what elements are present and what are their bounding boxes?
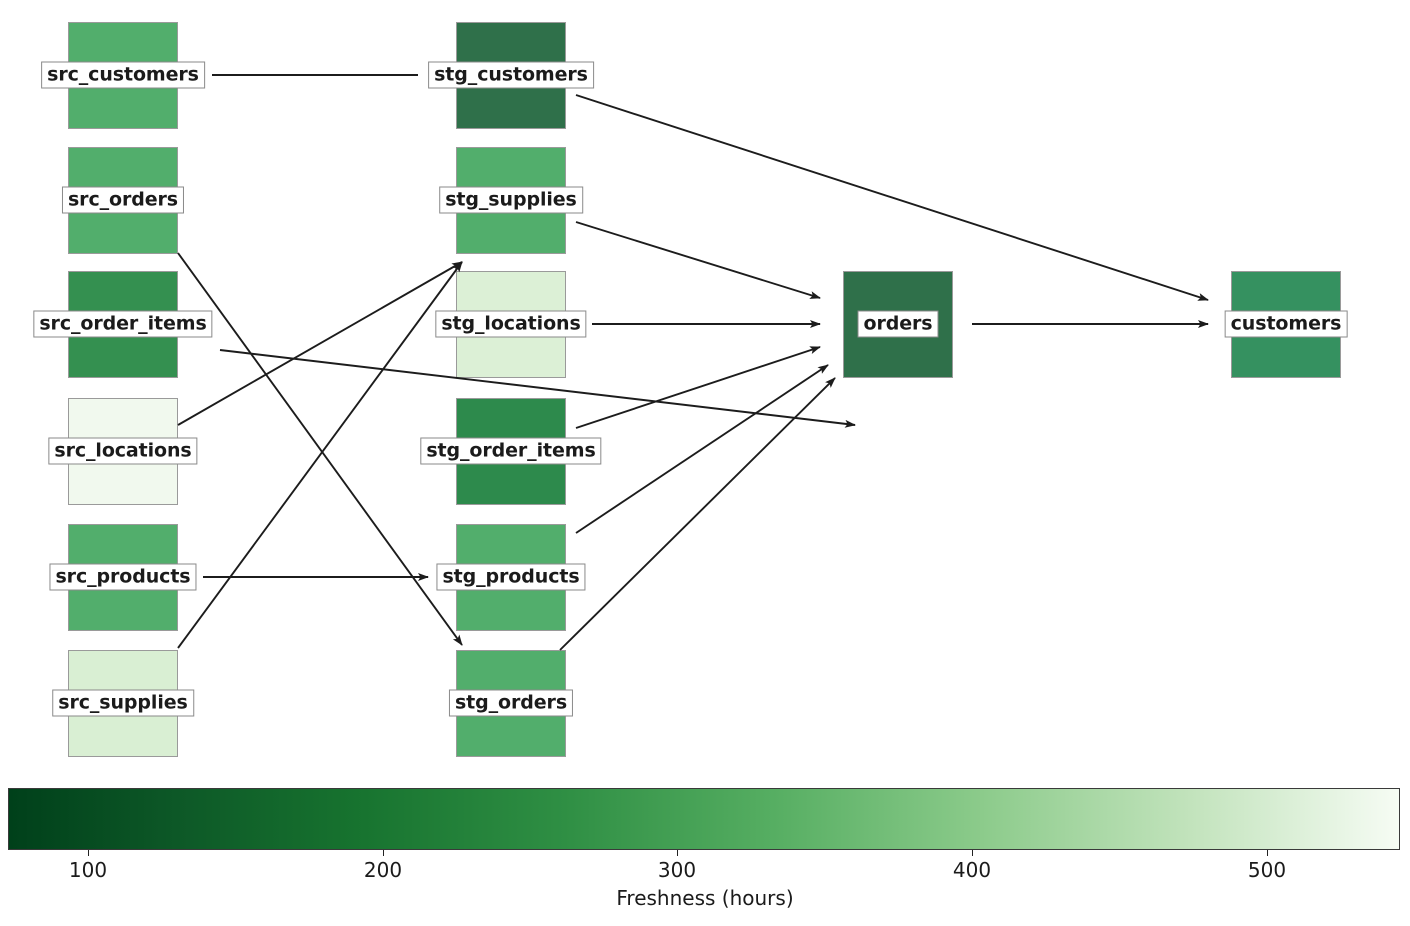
node-label-stg_customers[interactable]: stg_customers [428,61,594,89]
edge-stg_supplies-to-orders [575,221,821,299]
colorbar-tick [1267,850,1268,856]
colorbar-tick-label: 500 [1247,858,1287,882]
colorbar-tick [383,850,384,856]
edge-src_locations-to-stg_locations [177,261,463,426]
colorbar-tick [972,850,973,856]
node-label-stg_locations[interactable]: stg_locations [435,310,587,338]
edge-stg_order_items-to-orders [575,346,821,429]
node-label-src_products[interactable]: src_products [49,563,197,591]
colorbar-tick [88,850,89,856]
colorbar-axis-label: Freshness (hours) [616,886,794,910]
colorbar-tick [677,850,678,856]
edge-stg_products-to-orders [575,364,829,534]
node-label-src_orders[interactable]: src_orders [61,186,185,214]
node-label-stg_order_items[interactable]: stg_order_items [420,437,602,465]
colorbar[interactable]: 100 200 300 400 500 [8,788,1400,882]
node-label-src_supplies[interactable]: src_supplies [52,689,194,717]
colorbar-tick-label: 400 [952,858,992,882]
colorbar-tick-label: 300 [657,858,697,882]
node-label-src_customers[interactable]: src_customers [41,61,205,89]
node-label-orders[interactable]: orders [857,310,939,338]
node-label-stg_orders[interactable]: stg_orders [448,689,574,717]
colorbar-tick-label: 100 [68,858,108,882]
node-label-src_locations[interactable]: src_locations [48,437,198,465]
node-label-src_order_items[interactable]: src_order_items [33,310,213,338]
node-label-stg_supplies[interactable]: stg_supplies [439,186,583,214]
node-label-customers[interactable]: customers [1224,310,1348,338]
edge-stg_customers-to-customers [575,94,1209,301]
node-label-stg_products[interactable]: stg_products [436,563,586,591]
colorbar-gradient [8,788,1400,850]
edge-stg_orders-to-orders [559,377,836,651]
colorbar-tick-label: 200 [363,858,403,882]
